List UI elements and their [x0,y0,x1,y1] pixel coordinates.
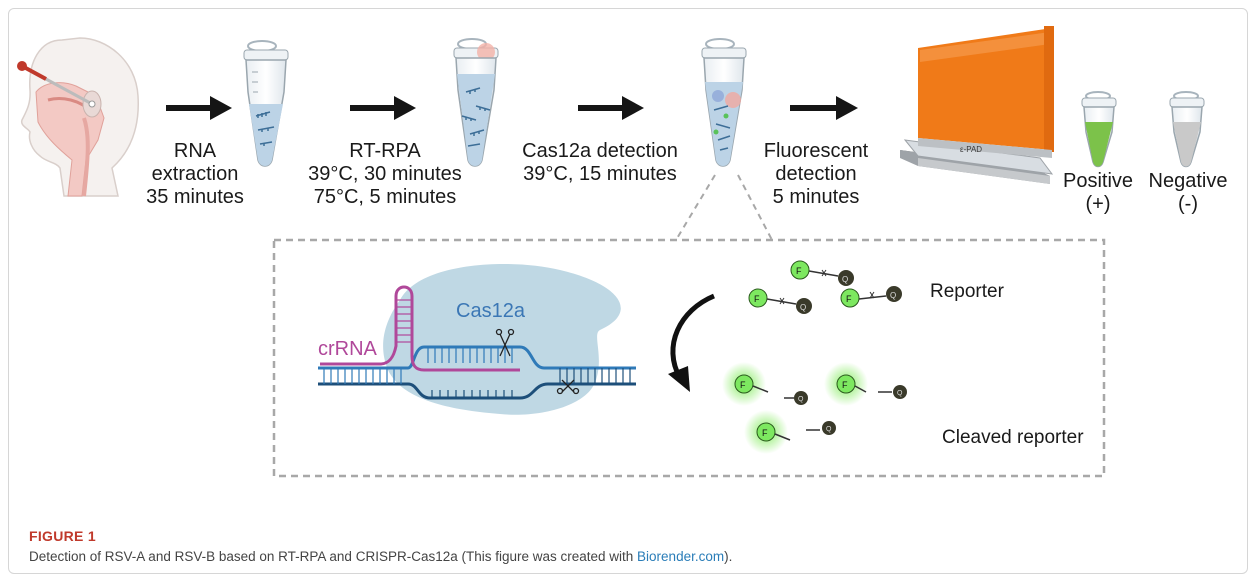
cleaved-reporter: F Q [722,362,808,406]
transilluminator-device: ε-PAD [900,26,1054,184]
svg-text:F: F [754,294,760,304]
svg-text:Q: Q [800,303,806,312]
svg-text:Q: Q [798,396,804,403]
arrow-4 [790,96,858,120]
intact-reporter: F Q [790,260,854,286]
svg-text:Q: Q [890,291,896,300]
arrow-1 [166,96,232,120]
step-rt-rpa-label: RT-RPA 39°C, 30 minutes 75°C, 5 minutes [308,140,462,208]
svg-text:F: F [762,428,768,438]
step-rna-extraction-label: RNA extraction 35 minutes [146,140,244,208]
cleaved-reporter-label: Cleaved reporter [942,427,1084,448]
scissors-icon [495,328,515,357]
svg-text:F: F [740,380,746,390]
svg-text:ε-PAD: ε-PAD [960,145,982,154]
positive-tube [1081,91,1117,168]
negative-tube [1169,91,1205,168]
curved-arrow [668,293,716,392]
figure-frame [8,8,1248,574]
patient-swab-illustration [17,37,139,197]
svg-text:Q: Q [826,426,832,433]
figure-caption: Detection of RSV-A and RSV-B based on RT… [29,549,732,564]
dna-double-strand [318,345,636,400]
reporter-label: Reporter [930,281,1004,302]
crrna-strand [320,285,520,372]
cleaved-reporter: F Q [824,362,907,406]
svg-text:Q: Q [897,390,903,397]
intact-reporter: F Q [748,288,812,314]
negative-result-label: Negative (-) [1148,170,1228,215]
step-fluorescent-detection-label: Fluorescent detection 5 minutes [763,140,869,208]
figure-caption-end: ). [724,549,733,564]
workflow-diagram: ε-PAD [17,26,1205,478]
cas12a-label: Cas12a [456,300,525,322]
svg-text:F: F [796,266,802,276]
svg-text:F: F [842,380,848,390]
positive-result-label: Positive (+) [1062,170,1134,215]
arrow-3 [578,96,644,120]
step-cas12a-detection-label: Cas12a detection 39°C, 15 minutes [522,140,678,185]
callout-line-right [737,174,773,241]
scissors-icon [556,379,580,395]
intact-reporters: F Q F Q F Q [748,260,902,314]
cleaved-reporter: F Q [744,410,836,454]
tube-rna-extraction [243,40,289,167]
tube-rt-rpa [453,38,499,167]
detail-panel-border [272,238,1106,478]
cas12a-complex [318,263,636,415]
figure-caption-title: FIGURE 1 [29,528,96,544]
callout-line-left [675,174,716,241]
figure-caption-text: Detection of RSV-A and RSV-B based on RT… [29,549,638,564]
arrow-2 [350,96,416,120]
intact-reporter: F Q [840,286,902,308]
process-arrows [166,96,858,120]
svg-text:Q: Q [842,275,848,284]
cleaved-reporters: F Q F Q F Q [722,362,907,454]
crrna-label: crRNA [318,338,377,360]
tube-cas12a [701,38,747,167]
svg-text:F: F [846,294,852,304]
biorender-link[interactable]: Biorender.com [637,549,725,564]
